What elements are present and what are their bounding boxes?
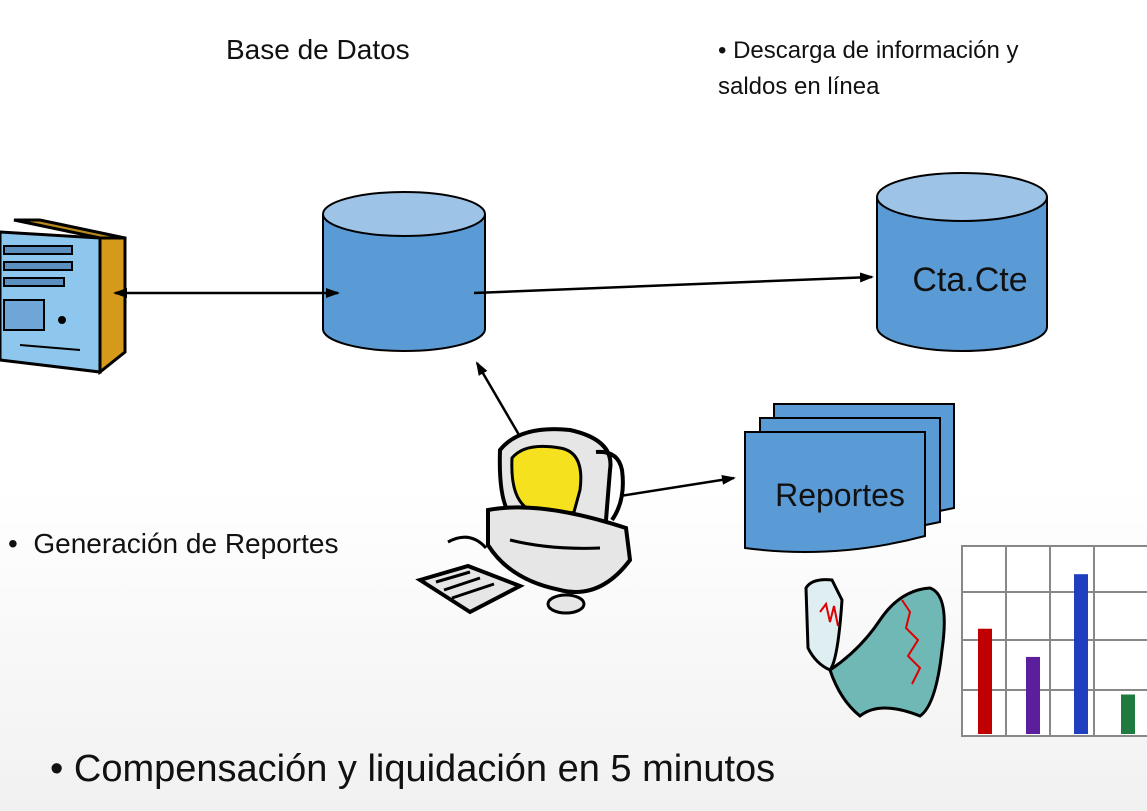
settlement-text: Compensación y liquidación en 5 minutos (73, 748, 776, 790)
report-generation-label: • Generación de Reportes (8, 528, 339, 559)
server-icon (0, 218, 127, 376)
cta-cte-cylinder: Cta.Cte (876, 172, 1048, 352)
download-note-line2: saldos en línea (718, 73, 880, 100)
cta-cte-label: Cta.Cte (912, 261, 1027, 299)
database-cylinder (322, 191, 486, 352)
bar-chart-icon (961, 545, 1147, 737)
diagram-title: Base de Datos (226, 34, 410, 65)
download-note-line1: • Descarga de información y (718, 37, 1019, 64)
download-note: • Descarga de información y saldos en lí… (718, 33, 1019, 105)
arrow-pc-db (475, 361, 524, 441)
bar-4 (1121, 694, 1135, 734)
bar-3 (1074, 574, 1088, 734)
arrow-db-ctacte (473, 272, 874, 295)
reportes-label: Reportes (775, 477, 905, 513)
bar-1 (978, 628, 992, 734)
report-generation-text: Generación de Reportes (33, 528, 339, 559)
reportes-documents: Reportes (744, 403, 955, 553)
strip-chart-icon (804, 578, 946, 718)
computer-icon (415, 427, 633, 615)
settlement-label: • Compensación y liquidación en 5 minuto… (50, 748, 776, 790)
arrow-pc-reportes (619, 474, 736, 498)
bar-2 (1026, 656, 1040, 734)
